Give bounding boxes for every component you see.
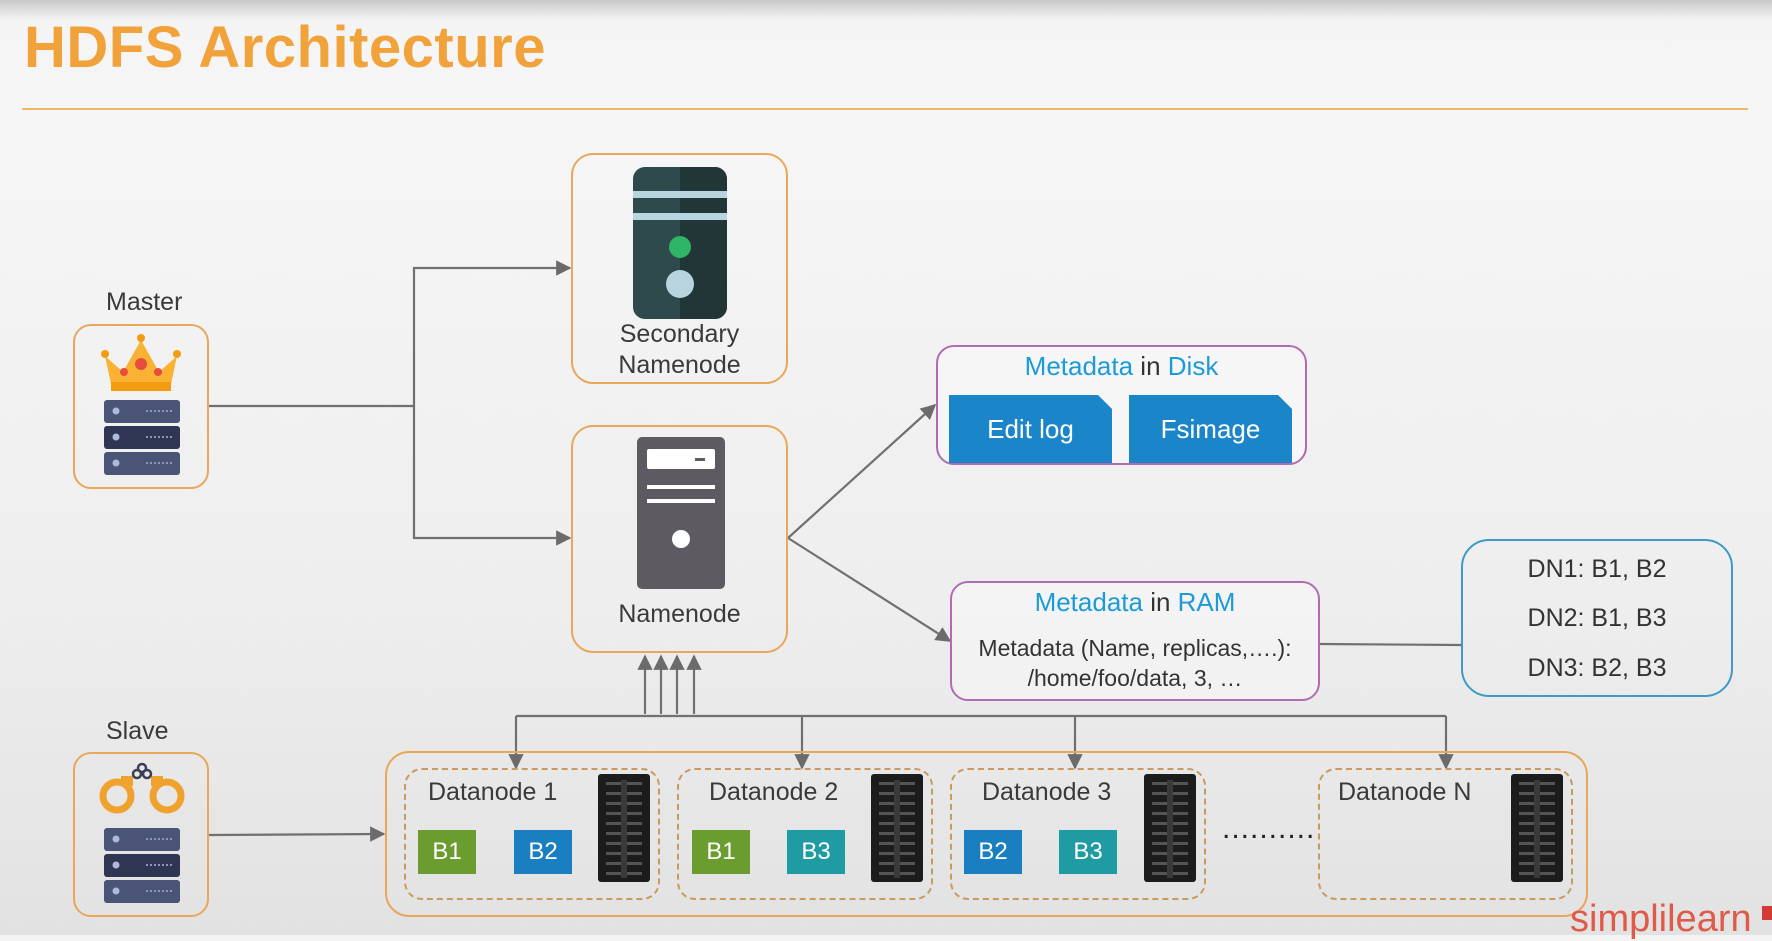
title-divider	[22, 108, 1748, 110]
slave-node	[73, 752, 209, 917]
rack-server-icon	[598, 774, 650, 882]
desktop-tower-icon	[637, 437, 725, 589]
secondary-namenode-label-2: Namenode	[618, 351, 741, 379]
brand-logo-mark	[1762, 906, 1772, 920]
metadata-disk-title-mid: in	[1133, 351, 1168, 381]
datanode-1-block-a: B1	[418, 830, 476, 874]
edit-log-file: Edit log	[949, 395, 1112, 463]
namenode-to-disk-arrow	[787, 403, 937, 539]
server-stack-icon	[104, 828, 180, 903]
namenode-to-ram-arrow	[787, 537, 952, 642]
rack-server-icon	[1511, 774, 1563, 882]
master-label: Master	[106, 288, 183, 316]
datanode-3-title: Datanode 3	[982, 778, 1112, 806]
metadata-disk-panel: Metadata in Disk Edit log Fsimage	[936, 345, 1307, 465]
block-map-line-1: DN1: B1, B2	[1527, 555, 1667, 583]
block-map-panel: DN1: B1, B2 DN2: B1, B3 DN3: B2, B3	[1461, 539, 1733, 697]
metadata-ram-title-a: Metadata	[1034, 587, 1143, 617]
namenode-label: Namenode	[618, 600, 741, 628]
server-stack-icon	[104, 400, 180, 475]
rack-server-icon	[871, 774, 923, 882]
metadata-disk-title-b: Disk	[1167, 351, 1219, 381]
ellipsis: ..........	[1222, 812, 1316, 845]
crown-icon	[101, 334, 181, 391]
datanode-1-block-b: B2	[514, 830, 572, 874]
top-shade	[0, 0, 1772, 20]
metadata-ram-panel: Metadata in RAM Metadata (Name, replicas…	[950, 581, 1320, 701]
master-node	[73, 324, 209, 489]
datanode-2: Datanode 2 B1 B3	[677, 768, 933, 900]
datanode-3-block-a: B2	[964, 830, 1022, 874]
datanode-n: Datanode N	[1318, 768, 1573, 900]
datanode-3: Datanode 3 B2 B3	[950, 768, 1206, 900]
datanode-1: Datanode 1 B1 B2	[404, 768, 660, 900]
metadata-disk-title: Metadata in Disk	[938, 351, 1305, 382]
metadata-ram-line-2: /home/foo/data, 3, …	[1027, 665, 1243, 691]
slave-label: Slave	[106, 717, 169, 745]
master-to-namenode-arrow	[412, 406, 572, 546]
brand-logo: simplilearn	[1570, 898, 1752, 940]
datanode-2-block-a: B1	[692, 830, 750, 874]
master-to-secondary-arrow	[412, 260, 572, 406]
page-title: HDFS Architecture	[24, 15, 547, 80]
fsimage-file: Fsimage	[1129, 395, 1292, 463]
slave-to-datanodes-arrow	[208, 826, 386, 842]
tower-server-icon	[633, 167, 727, 319]
datanode-1-title: Datanode 1	[428, 778, 558, 806]
datanode-n-title: Datanode N	[1338, 778, 1472, 806]
metadata-ram-title-b: RAM	[1177, 587, 1236, 617]
metadata-disk-title-a: Metadata	[1024, 351, 1134, 381]
datanodes-container	[385, 751, 1588, 917]
datanode-2-block-b: B3	[787, 830, 845, 874]
secondary-namenode-label-1: Secondary	[619, 320, 740, 348]
handcuffs-icon	[99, 762, 185, 814]
secondary-namenode: Secondary Namenode	[571, 153, 788, 384]
metadata-ram-title-mid: in	[1142, 587, 1178, 617]
datanode-2-title: Datanode 2	[709, 778, 839, 806]
metadata-ram-title: Metadata in RAM	[952, 587, 1318, 618]
datanode-3-block-b: B3	[1059, 830, 1117, 874]
block-map-line-2: DN2: B1, B3	[1527, 604, 1667, 632]
block-map-line-3: DN3: B2, B3	[1527, 654, 1667, 682]
rack-server-icon	[1144, 774, 1196, 882]
ram-to-blockmap-link	[1319, 642, 1462, 647]
namenode: Namenode	[571, 425, 788, 653]
metadata-ram-line-1: Metadata (Name, replicas,….):	[978, 635, 1292, 661]
